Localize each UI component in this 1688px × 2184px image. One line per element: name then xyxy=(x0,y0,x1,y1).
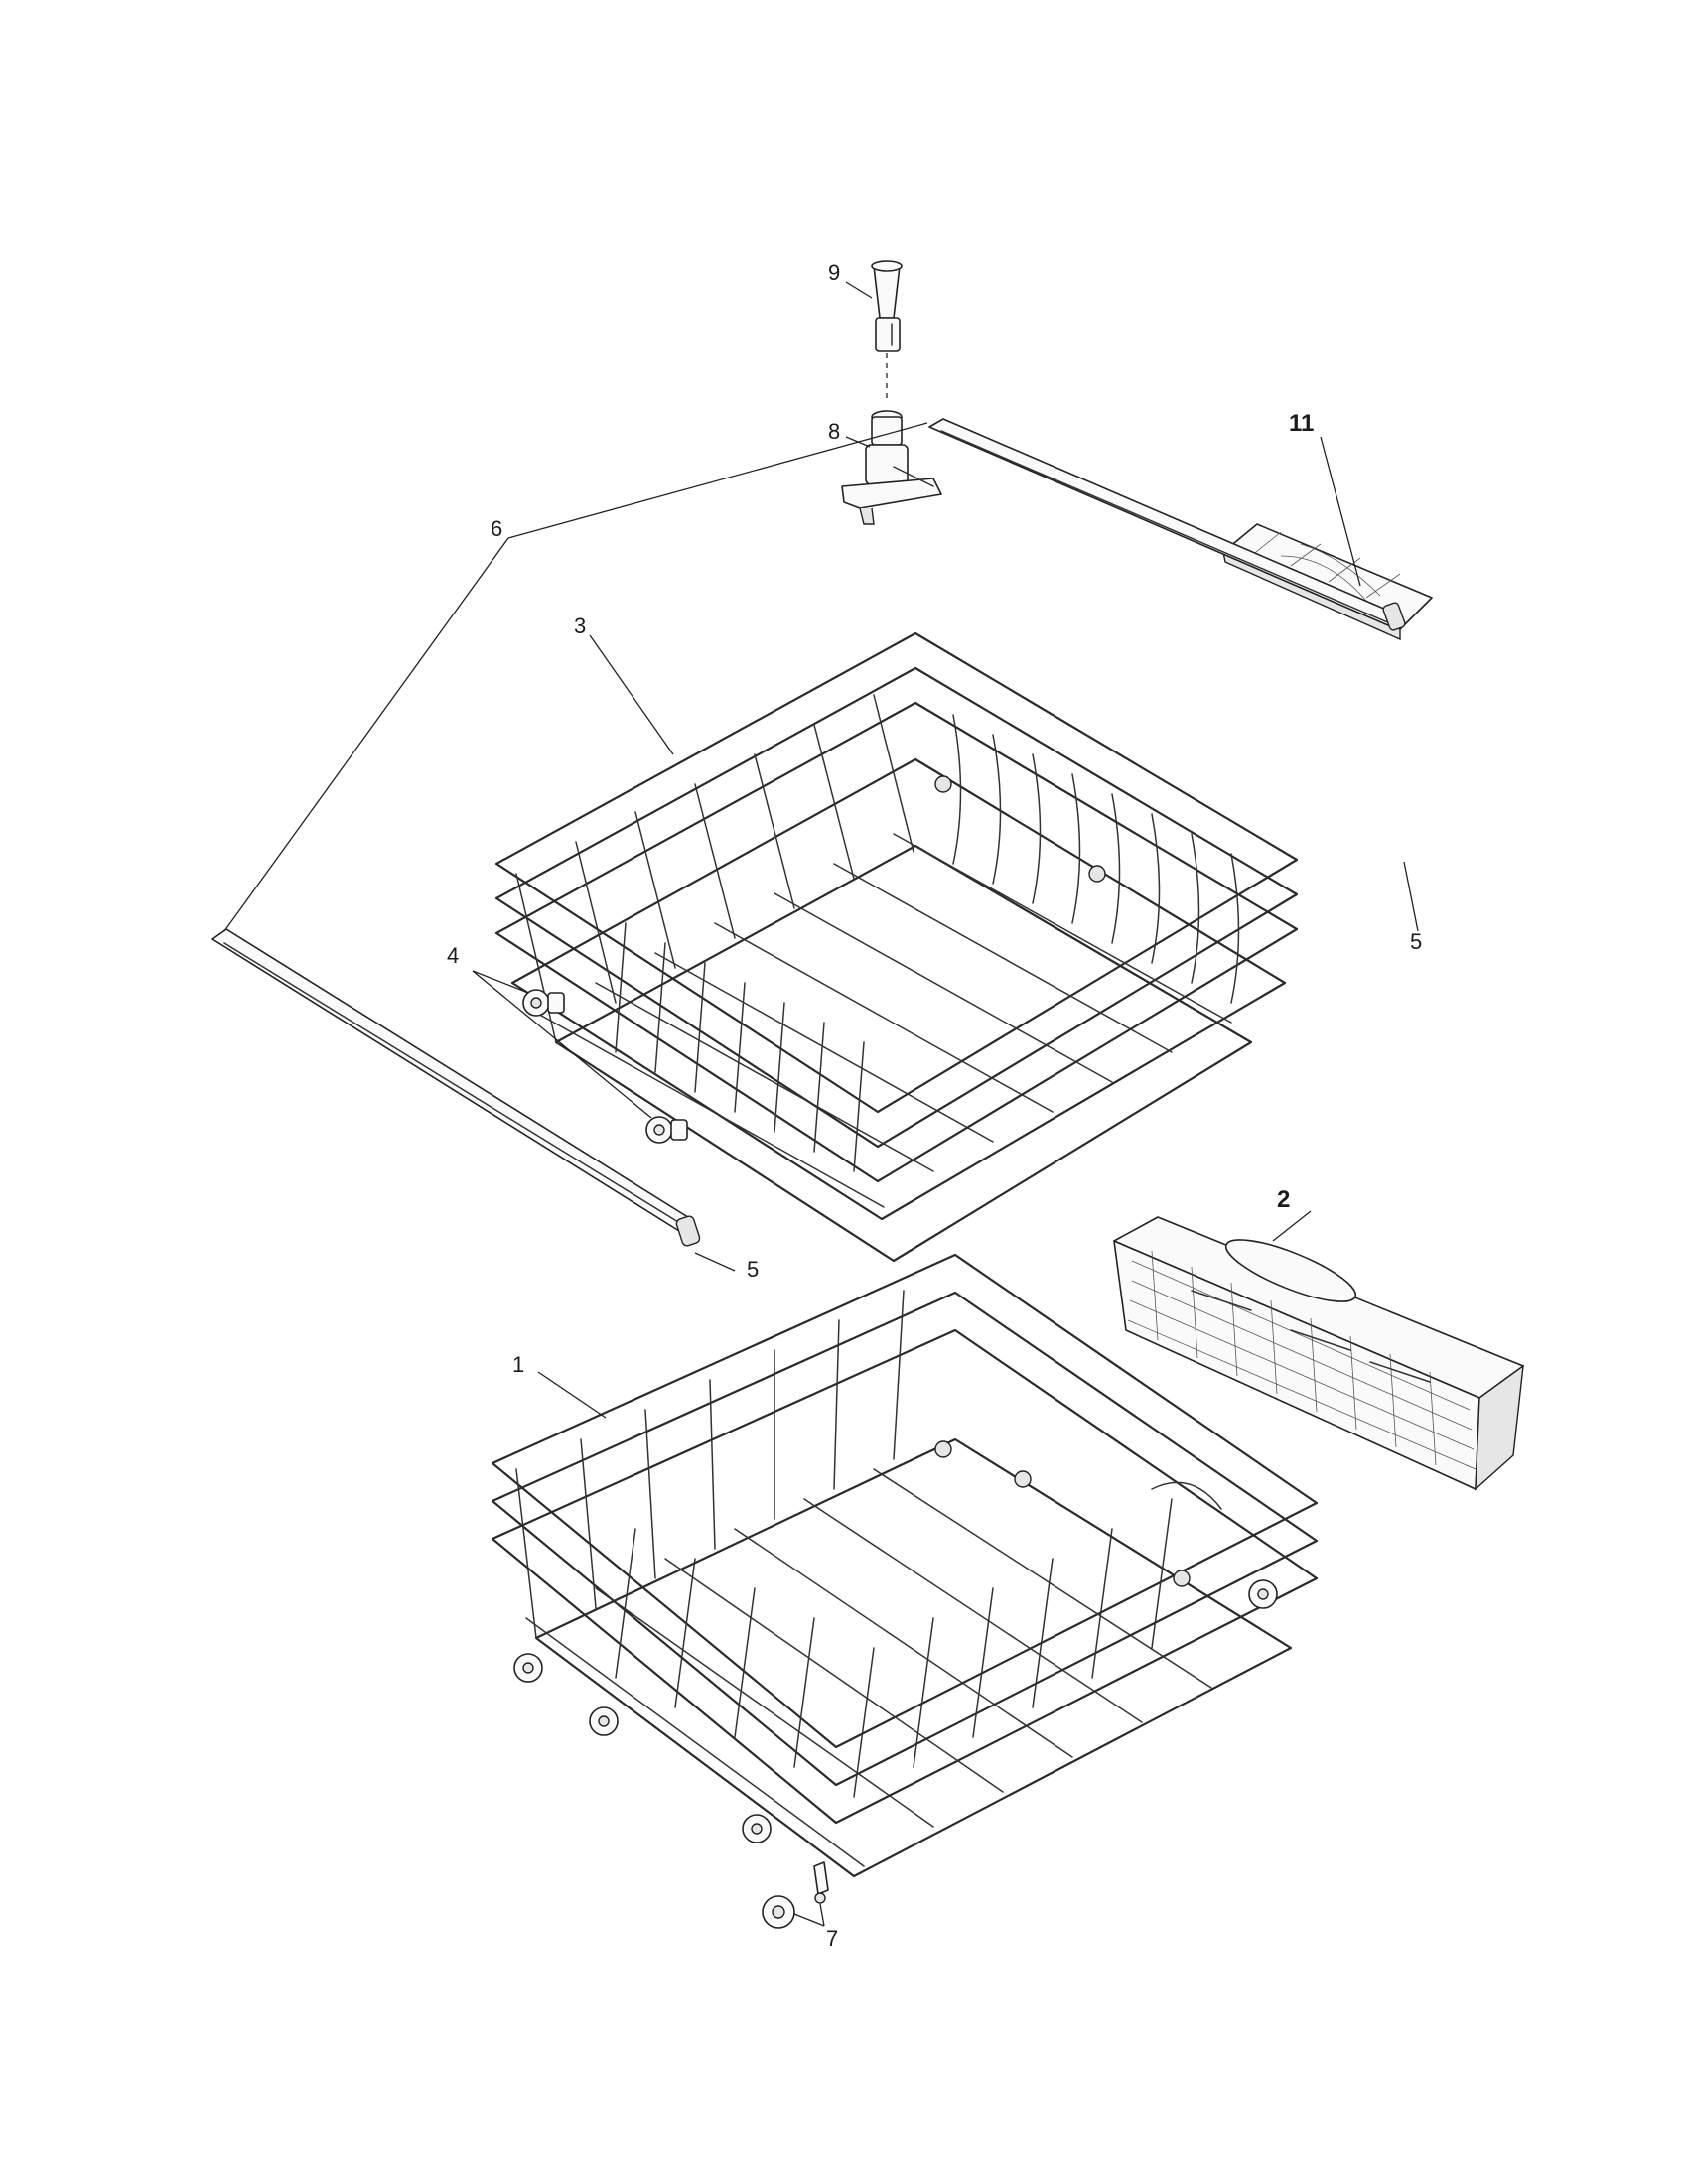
callout-4: 4 xyxy=(447,943,459,968)
part-7-wheel-axle xyxy=(762,1861,829,1929)
part-8-spray-mount xyxy=(841,410,942,525)
callout-3: 3 xyxy=(574,614,586,638)
part-3-upper-rack xyxy=(494,631,1299,1263)
callout-5-upper: 5 xyxy=(1410,929,1422,954)
callout-6: 6 xyxy=(491,516,502,541)
callout-2: 2 xyxy=(1277,1186,1290,1213)
lower-rack-wheels xyxy=(513,1579,1278,1843)
part-2-silverware-basket xyxy=(1113,1216,1524,1491)
callout-9: 9 xyxy=(828,260,840,285)
callout-5-lower: 5 xyxy=(747,1257,759,1282)
leader-lines xyxy=(223,281,1419,1927)
part-6-left-rail xyxy=(211,928,701,1247)
part-4-fasteners xyxy=(522,989,688,1144)
part-6-right-rail xyxy=(928,418,1406,631)
callout-11: 11 xyxy=(1289,410,1314,437)
part-1-lower-rack xyxy=(491,1253,1319,1878)
callout-8: 8 xyxy=(828,419,840,444)
callout-1: 1 xyxy=(512,1352,524,1377)
callout-7: 7 xyxy=(826,1926,838,1951)
part-9-nozzle xyxy=(871,260,903,402)
